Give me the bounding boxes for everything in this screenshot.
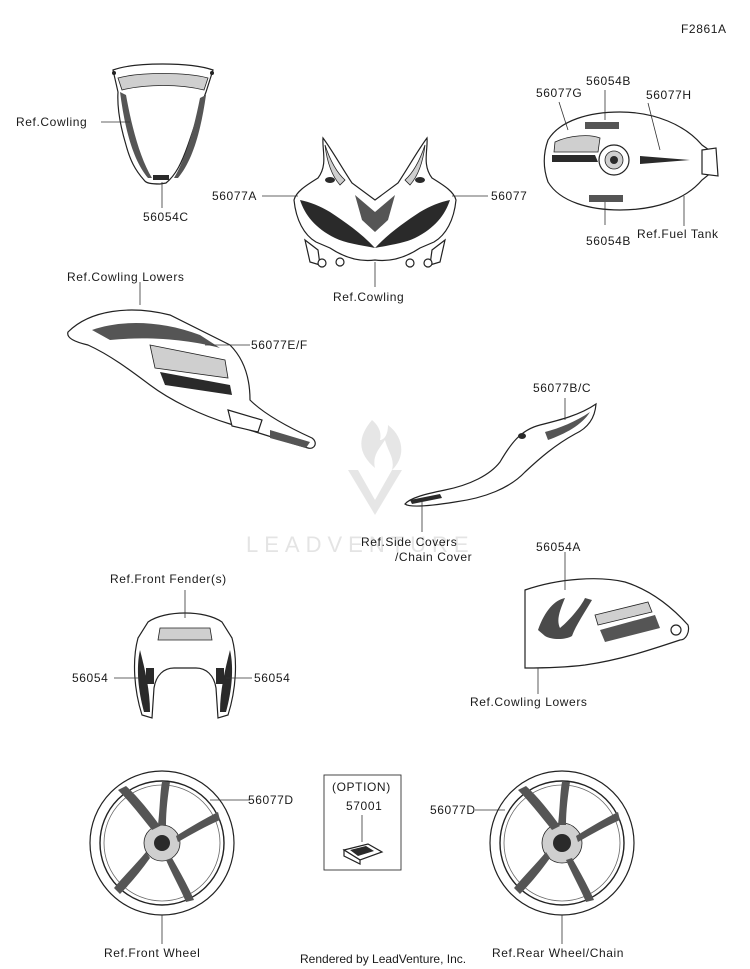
option-box — [323, 774, 402, 871]
windshield-ref-label: Ref.Cowling — [16, 115, 87, 129]
lower-ref-top-label: Ref.Cowling Lowers — [67, 270, 185, 284]
fender-left-part-number: 56054 — [72, 671, 108, 685]
tank-56077g-label: 56077G — [536, 86, 582, 100]
side-ref-label-1: Ref.Side Covers — [361, 535, 457, 549]
lower-part-number: 56077E/F — [251, 338, 308, 352]
ninja-cowling-lower-part — [524, 578, 690, 669]
option-title: (OPTION) — [332, 780, 391, 794]
tank-ref-label: Ref.Fuel Tank — [637, 227, 719, 241]
watermark: LEADVENTURE — [246, 420, 475, 557]
front-fender-part — [133, 612, 237, 719]
ninja-ref-label: Ref.Cowling Lowers — [470, 695, 588, 709]
option-part-number: 57001 — [346, 799, 382, 813]
rear-wheel-ref-label: Ref.Rear Wheel/Chain — [492, 946, 624, 960]
windshield-part-number: 56054C — [143, 210, 189, 224]
front-wheel-part — [89, 770, 235, 916]
tank-56077h-label: 56077H — [646, 88, 692, 102]
footer-credit: Rendered by LeadVenture, Inc. — [300, 952, 466, 966]
upper-cowling-part — [293, 136, 457, 268]
cowling-right-part-number: 56077 — [491, 189, 527, 203]
fender-ref-label: Ref.Front Fender(s) — [110, 572, 227, 586]
side-part-number: 56077B/C — [533, 381, 591, 395]
side-ref-label-2: /Chain Cover — [395, 550, 472, 564]
rear-wheel-part-number: 56077D — [430, 803, 476, 817]
windshield-part — [112, 63, 214, 185]
fuel-tank-part — [543, 111, 719, 211]
front-wheel-part-number: 56077D — [248, 793, 294, 807]
cowling-ref-label: Ref.Cowling — [333, 290, 404, 304]
watermark-text: LEADVENTURE — [246, 532, 475, 557]
ninja-part-number: 56054A — [536, 540, 581, 554]
front-wheel-ref-label: Ref.Front Wheel — [104, 946, 200, 960]
side-cover-part — [404, 402, 597, 507]
tank-56054b-bottom-label: 56054B — [586, 234, 631, 248]
fender-right-part-number: 56054 — [254, 671, 290, 685]
rear-wheel-part — [489, 770, 635, 916]
option-accessory-part — [342, 843, 384, 865]
diagram-code: F2861A — [681, 22, 727, 36]
cowling-lower-left-part — [67, 309, 316, 449]
tank-56054b-top-label: 56054B — [586, 74, 631, 88]
cowling-left-part-number: 56077A — [212, 189, 257, 203]
